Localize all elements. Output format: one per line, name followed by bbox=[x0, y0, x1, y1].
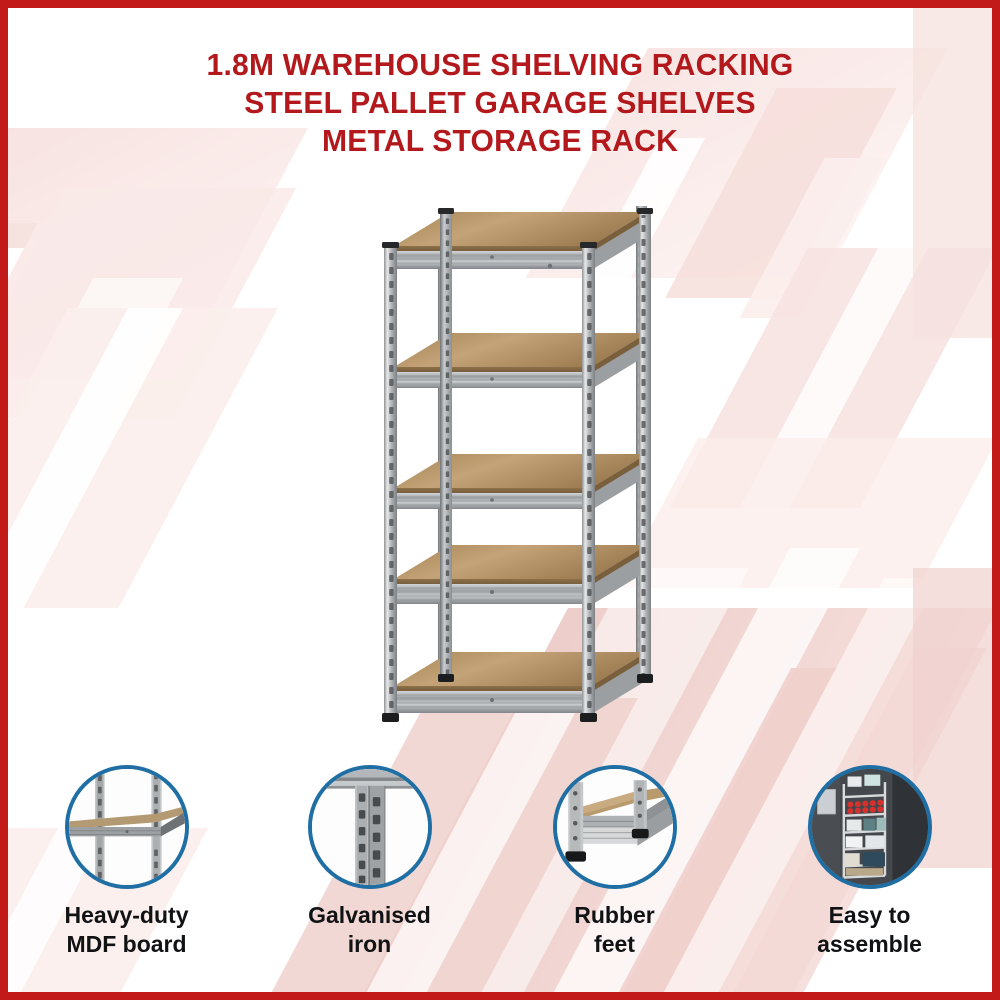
shelving-unit-svg bbox=[382, 206, 653, 722]
feature-caption: Heavy-duty MDF board bbox=[64, 902, 189, 957]
poster-canvas: 1.8M WAREHOUSE SHELVING RACKING STEEL PA… bbox=[8, 8, 992, 992]
shelf-5 bbox=[391, 652, 649, 713]
rubber-foot bbox=[438, 674, 454, 682]
post-front-left bbox=[382, 242, 399, 722]
feature-item-rubber-feet: Rubber feet bbox=[492, 765, 737, 985]
feature-caption: Rubber feet bbox=[574, 902, 655, 957]
feature-row: Heavy-duty MDF board bbox=[8, 765, 992, 985]
rubber-foot bbox=[580, 713, 597, 722]
shelf-board-closeup-icon bbox=[64, 765, 189, 889]
rubber-foot-cap bbox=[631, 828, 649, 839]
shelf-4 bbox=[391, 545, 649, 604]
title-line-3: METAL STORAGE RACK bbox=[321, 123, 678, 158]
feature-caption: Easy to assemble bbox=[817, 902, 922, 957]
feature-caption: Galvanised iron bbox=[308, 902, 431, 957]
title-line-2: STEEL PALLET GARAGE SHELVES bbox=[244, 85, 756, 120]
rubber-foot-cap bbox=[564, 851, 586, 862]
shelf-3 bbox=[391, 454, 649, 509]
shelf-2 bbox=[391, 333, 649, 388]
hero-product-image bbox=[360, 194, 660, 746]
post-rear-right-outer bbox=[637, 208, 653, 683]
post-front-right bbox=[580, 242, 597, 722]
poster-title: 1.8M WAREHOUSE SHELVING RACKING STEEL PA… bbox=[8, 46, 992, 160]
feature-item-easy-assemble: Easy to assemble bbox=[747, 765, 992, 985]
assembled-shelf-room-icon bbox=[807, 765, 932, 889]
rubber-foot bbox=[382, 713, 399, 722]
title-line-1: 1.8M WAREHOUSE SHELVING RACKING bbox=[206, 47, 794, 82]
feature-item-mdf-board: Heavy-duty MDF board bbox=[8, 765, 249, 985]
galvanised-post-closeup-icon bbox=[307, 765, 432, 889]
post-rear-left-inner bbox=[438, 208, 454, 682]
rubber-foot bbox=[637, 674, 653, 683]
feature-item-galvanised-iron: Galvanised iron bbox=[247, 765, 492, 985]
rubber-foot-closeup-icon bbox=[552, 765, 677, 889]
shelf-1 bbox=[391, 212, 649, 269]
